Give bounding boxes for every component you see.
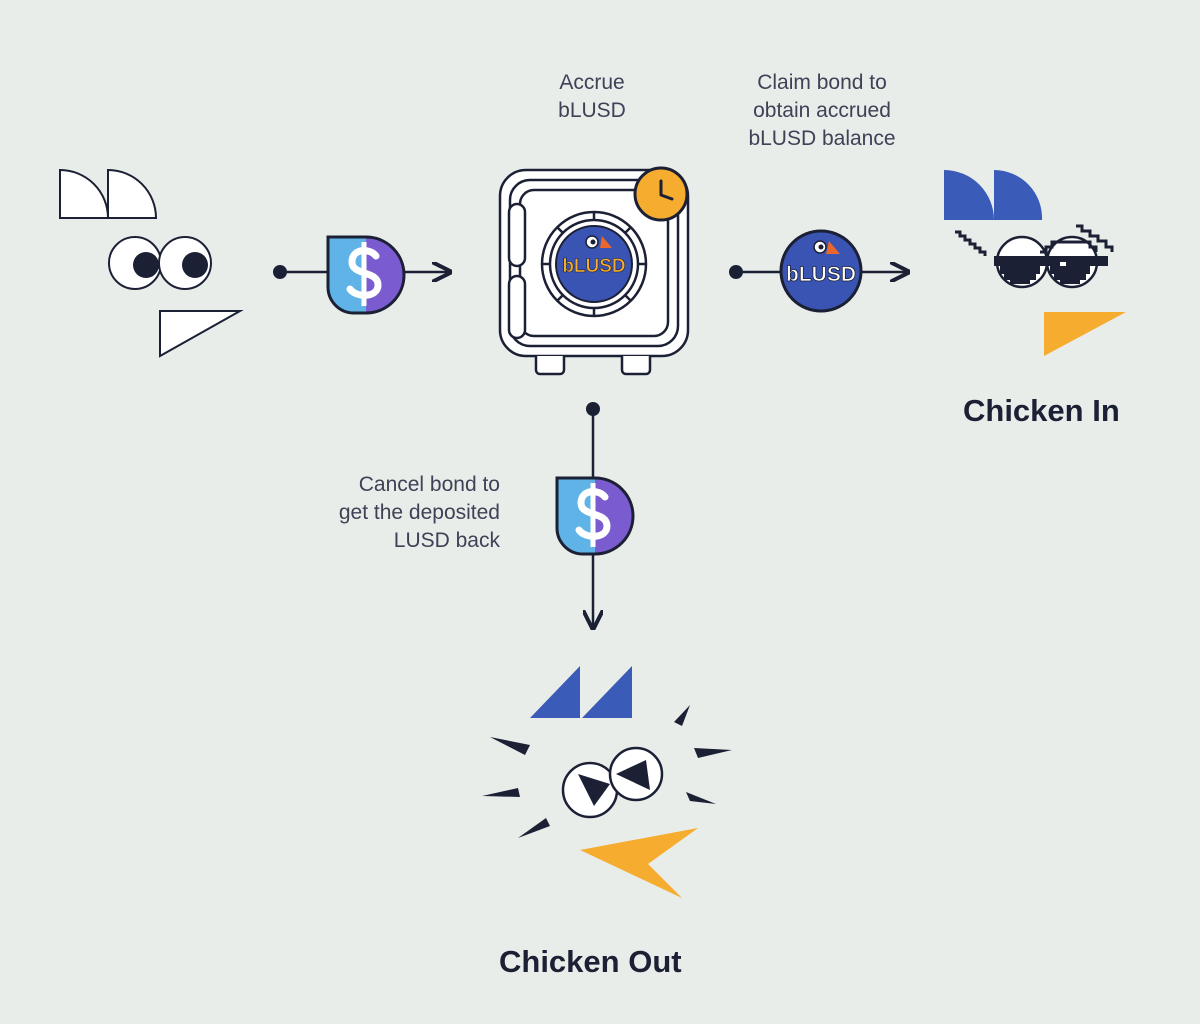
vault-coin-text: bLUSD (562, 256, 625, 277)
blusd-coin-text: bLUSD (786, 263, 856, 286)
chicken-in-icon (944, 169, 1126, 356)
claim-line-1: Claim bond to (757, 71, 887, 94)
chicken-out-title: Chicken Out (499, 944, 682, 979)
chicken-out-icon (482, 666, 732, 898)
claim-line-2: obtain accrued (753, 99, 891, 122)
cancel-line-3: LUSD back (393, 529, 500, 552)
accrue-line-1: Accrue (559, 71, 625, 94)
chicken-in-title: Chicken In (963, 393, 1120, 428)
cancel-line-2: get the deposited (338, 501, 500, 524)
claim-label: Claim bond to obtain accrued bLUSD balan… (722, 69, 922, 153)
lusd-token-icon (555, 476, 635, 556)
vault-coin: bLUSD (555, 225, 633, 303)
accrue-label: Accrue bLUSD (542, 69, 642, 125)
blusd-coin-icon: bLUSD (779, 229, 863, 313)
accrue-line-2: bLUSD (558, 99, 626, 122)
lusd-token-icon (326, 235, 406, 315)
clock-icon (633, 166, 689, 222)
cancel-label: Cancel bond to get the deposited LUSD ba… (290, 471, 500, 555)
chicken-white-icon (59, 168, 244, 358)
cancel-line-1: Cancel bond to (358, 473, 500, 496)
claim-line-3: bLUSD balance (748, 127, 896, 150)
